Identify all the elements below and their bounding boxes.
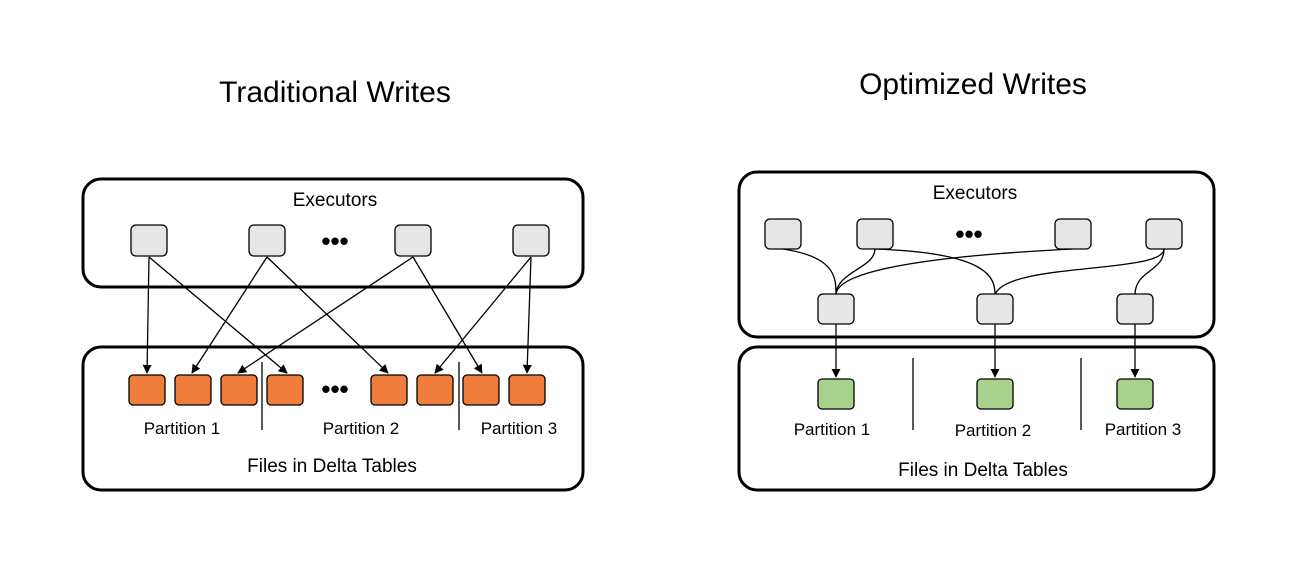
traditional-write-arrow bbox=[237, 256, 414, 374]
optimized-partition-2-label: Partition 2 bbox=[955, 421, 1032, 440]
traditional-partition-3-label: Partition 3 bbox=[481, 419, 558, 438]
traditional-write-arrow bbox=[266, 256, 389, 374]
optimized-file-block bbox=[976, 378, 1014, 410]
traditional-executor-node bbox=[394, 224, 432, 257]
traditional-write-arrow bbox=[412, 256, 483, 374]
optimized-shuffle-curve bbox=[1134, 248, 1165, 296]
optimized-executor-node bbox=[1054, 218, 1092, 250]
traditional-partition-2-label: Partition 2 bbox=[323, 419, 400, 438]
optimized-executors-ellipsis: ••• bbox=[955, 219, 982, 249]
traditional-partition-1-label: Partition 1 bbox=[144, 419, 221, 438]
traditional-files-label: Files in Delta Tables bbox=[247, 456, 417, 477]
traditional-file-block bbox=[266, 374, 304, 406]
optimized-title: Optimized Writes bbox=[859, 68, 1087, 101]
optimized-shuffle-curve bbox=[994, 248, 1165, 296]
traditional-write-arrow bbox=[522, 256, 532, 374]
traditional-file-block bbox=[462, 374, 500, 406]
optimized-file-block bbox=[817, 378, 855, 410]
traditional-executor-node bbox=[130, 224, 168, 257]
traditional-file-block bbox=[416, 374, 454, 406]
optimized-executor-node bbox=[856, 218, 894, 250]
traditional-file-block bbox=[174, 374, 212, 406]
optimized-writes-diagram: Optimized Writes Executors ••• Partition… bbox=[737, 68, 1216, 492]
optimized-shuffle-curve bbox=[835, 248, 876, 296]
optimized-shuffle-curve bbox=[782, 248, 837, 296]
traditional-executors-ellipsis: ••• bbox=[321, 226, 348, 256]
optimized-partition-1-label: Partition 1 bbox=[794, 420, 871, 439]
optimized-file-block bbox=[1116, 378, 1154, 410]
optimized-executors-label: Executors bbox=[933, 183, 1017, 204]
traditional-file-block bbox=[220, 374, 258, 406]
optimized-partition-3-label: Partition 3 bbox=[1105, 420, 1182, 439]
traditional-title: Traditional Writes bbox=[219, 76, 451, 109]
traditional-write-arrow bbox=[142, 256, 152, 374]
optimized-executors-panel bbox=[737, 170, 1216, 339]
traditional-write-arrow bbox=[191, 256, 268, 374]
optimized-executor-node bbox=[764, 218, 802, 250]
traditional-executor-node bbox=[512, 224, 550, 257]
optimized-files-panel bbox=[737, 345, 1216, 492]
traditional-writes-diagram: Traditional Writes Executors ••• ••• Par… bbox=[81, 76, 585, 492]
traditional-executors-panel bbox=[81, 177, 585, 289]
optimized-shuffle-node bbox=[817, 293, 855, 325]
traditional-write-arrow bbox=[434, 256, 532, 374]
optimized-executor-node bbox=[1145, 218, 1183, 250]
optimized-shuffle-curve bbox=[874, 248, 996, 296]
traditional-file-block bbox=[508, 374, 546, 406]
traditional-executor-node bbox=[248, 224, 286, 257]
optimized-shuffle-node bbox=[1116, 293, 1154, 325]
optimized-shuffle-node bbox=[976, 293, 1014, 325]
traditional-file-block bbox=[128, 374, 166, 406]
traditional-write-arrow bbox=[148, 256, 288, 374]
traditional-files-ellipsis: ••• bbox=[321, 374, 348, 404]
optimized-files-label: Files in Delta Tables bbox=[898, 460, 1068, 481]
traditional-file-block bbox=[370, 374, 408, 406]
traditional-executors-label: Executors bbox=[293, 190, 377, 211]
optimized-shuffle-curve bbox=[835, 248, 1074, 296]
